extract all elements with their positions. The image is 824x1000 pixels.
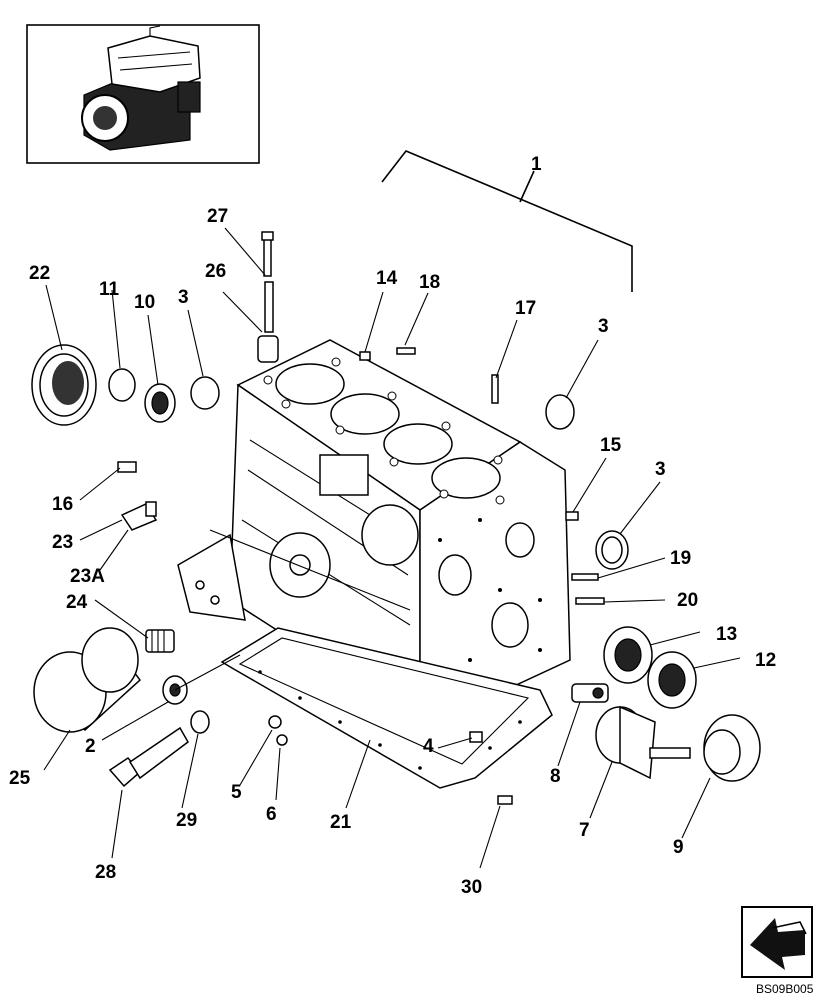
callout-13: 13 xyxy=(716,624,737,645)
callout-10: 10 xyxy=(134,292,155,313)
bushing-9 xyxy=(703,714,761,782)
gear-13 xyxy=(603,626,653,684)
callout-12: 12 xyxy=(755,650,776,671)
pin-19 xyxy=(571,573,599,581)
callout-5: 5 xyxy=(231,782,242,803)
part-6 xyxy=(276,734,288,746)
reference-code: BS09B005 xyxy=(756,982,814,996)
callout-29: 29 xyxy=(176,810,197,831)
pin-30 xyxy=(497,795,513,805)
relief-valve xyxy=(571,683,609,703)
drain-plug xyxy=(108,726,189,788)
drain-gasket xyxy=(190,710,210,734)
callout-21: 21 xyxy=(330,812,352,833)
oil-filter xyxy=(33,627,142,733)
gear-12 xyxy=(647,651,697,709)
callout-7: 7 xyxy=(579,820,590,841)
callout-14: 14 xyxy=(376,268,398,289)
callout-3-left: 3 xyxy=(178,287,189,308)
cylinder-block xyxy=(177,339,571,726)
callout-4: 4 xyxy=(423,736,434,757)
callout-26: 26 xyxy=(205,261,226,282)
plug-3a xyxy=(190,376,220,410)
callout-6: 6 xyxy=(266,804,277,825)
callout-labels: 1 22 11 10 3 27 26 14 18 17 3 15 3 16 23… xyxy=(9,154,776,898)
callout-15: 15 xyxy=(600,435,622,456)
callout-25: 25 xyxy=(9,768,31,789)
callout-17: 17 xyxy=(515,298,536,319)
oil-pan-gasket xyxy=(220,627,553,789)
callout-27: 27 xyxy=(207,206,228,227)
callout-23: 23 xyxy=(52,532,73,553)
bearing-10 xyxy=(144,383,176,423)
callout-16: 16 xyxy=(52,494,73,515)
rear-oil-seal xyxy=(31,344,97,426)
leader-lines xyxy=(43,227,741,869)
callout-2: 2 xyxy=(85,736,96,757)
bolt-27 xyxy=(261,231,274,277)
plug-3b xyxy=(545,394,575,430)
pin-20 xyxy=(575,597,605,605)
o-ring-11 xyxy=(108,368,136,402)
callout-22: 22 xyxy=(29,263,50,284)
callout-3-front: 3 xyxy=(655,459,666,480)
part-4 xyxy=(469,731,483,743)
sleeve-26 xyxy=(257,281,279,363)
part-5 xyxy=(268,715,282,729)
callout-28: 28 xyxy=(95,862,116,883)
callout-24: 24 xyxy=(66,592,88,613)
plug-3c xyxy=(595,530,629,570)
pin-15 xyxy=(565,511,579,521)
assembly-bracket xyxy=(381,150,633,292)
callout-23a: 23A xyxy=(70,566,105,587)
oil-filter-nipple xyxy=(145,629,175,653)
nav-arrow-icon xyxy=(741,906,813,978)
callout-3-right: 3 xyxy=(598,316,609,337)
oil-pressure-switch xyxy=(120,501,158,531)
callout-8: 8 xyxy=(550,766,561,787)
oil-pump xyxy=(595,705,691,780)
callout-18: 18 xyxy=(419,272,440,293)
callout-19: 19 xyxy=(670,548,691,569)
callout-1: 1 xyxy=(531,154,542,175)
dowel-14 xyxy=(359,351,371,361)
pin-16 xyxy=(117,461,137,473)
callout-20: 20 xyxy=(677,590,698,611)
pin-18 xyxy=(396,347,416,355)
callout-30: 30 xyxy=(461,877,482,898)
callout-11: 11 xyxy=(99,279,120,300)
pin-17 xyxy=(491,374,499,404)
engine-thumbnail xyxy=(26,24,260,164)
callout-9: 9 xyxy=(673,837,684,858)
